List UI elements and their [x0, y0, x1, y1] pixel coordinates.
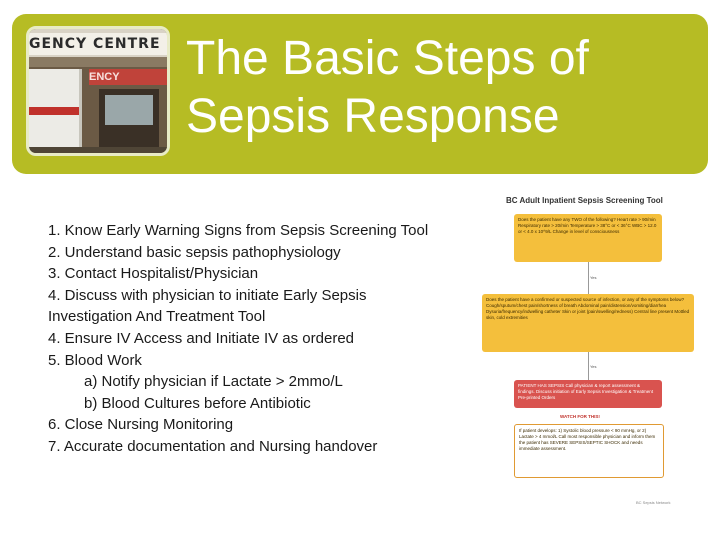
photo-sign: GENCY CENTRE: [29, 33, 167, 55]
sepsis-screening-tool-image: BC Adult Inpatient Sepsis Screening Tool…: [478, 190, 700, 520]
tool-logo: BC Sepsis Network: [636, 500, 671, 505]
step-subitem: a) Notify physician if Lactate > 2mmo/L: [84, 373, 343, 391]
photo-ground: [29, 147, 167, 153]
tool-box-vitals: Does the patient have any TWO of the fol…: [514, 214, 662, 262]
step-item: 7. Accurate documentation and Nursing ha…: [48, 437, 378, 455]
slide-title: The Basic Steps of Sepsis Response: [186, 30, 696, 146]
tool-watch-label: WATCH FOR THIS!: [560, 414, 600, 419]
emergency-centre-photo: GENCY CENTRE ENCY: [26, 26, 170, 156]
step-item: 1. Know Early Warning Signs from Sepsis …: [48, 222, 429, 239]
step-item: Investigation And Treatment Tool: [48, 308, 266, 326]
title-line-2: Sepsis Response: [186, 90, 560, 143]
flow-connector: [588, 262, 589, 294]
step-subitem: b) Blood Cultures before Antibiotic: [84, 394, 311, 412]
tool-title: BC Adult Inpatient Sepsis Screening Tool: [506, 196, 663, 205]
title-line-1: The Basic Steps of: [186, 32, 589, 85]
tool-yes-label: Yes: [590, 275, 597, 280]
tool-box-infection: Does the patient have a confirmed or sus…: [482, 294, 694, 352]
step-item: 4. Discuss with physician to initiate Ea…: [48, 286, 367, 304]
photo-roof: [29, 57, 167, 67]
tool-box-text: If patient develops: 1) Systolic blood p…: [519, 428, 656, 451]
tool-box-text: PATIENT HAS SEPSIS Call physician & repo…: [518, 383, 654, 400]
photo-red-sign: ENCY: [89, 69, 167, 85]
step-item: 4. Ensure IV Access and Initiate IV as o…: [48, 329, 355, 347]
tool-box-text: Does the patient have a confirmed or sus…: [486, 297, 690, 320]
tool-box-text: Does the patient have any TWO of the fol…: [518, 217, 657, 234]
ambulance-stripe: [29, 107, 79, 115]
photo-door-glass: [105, 95, 153, 125]
tool-yes-label: Yes: [590, 364, 597, 369]
tool-box-severe: If patient develops: 1) Systolic blood p…: [514, 424, 664, 478]
steps-list: 1. Know Early Warning Signs from Sepsis …: [48, 220, 488, 458]
tool-box-sepsis: PATIENT HAS SEPSIS Call physician & repo…: [514, 380, 662, 408]
step-item: 6. Close Nursing Monitoring: [48, 416, 234, 434]
step-item: 5. Blood Work: [48, 351, 142, 369]
step-item: 2. Understand basic sepsis pathophysiolo…: [48, 243, 341, 261]
flow-connector: [588, 352, 589, 380]
step-item: 3. Contact Hospitalist/Physician: [48, 265, 259, 283]
